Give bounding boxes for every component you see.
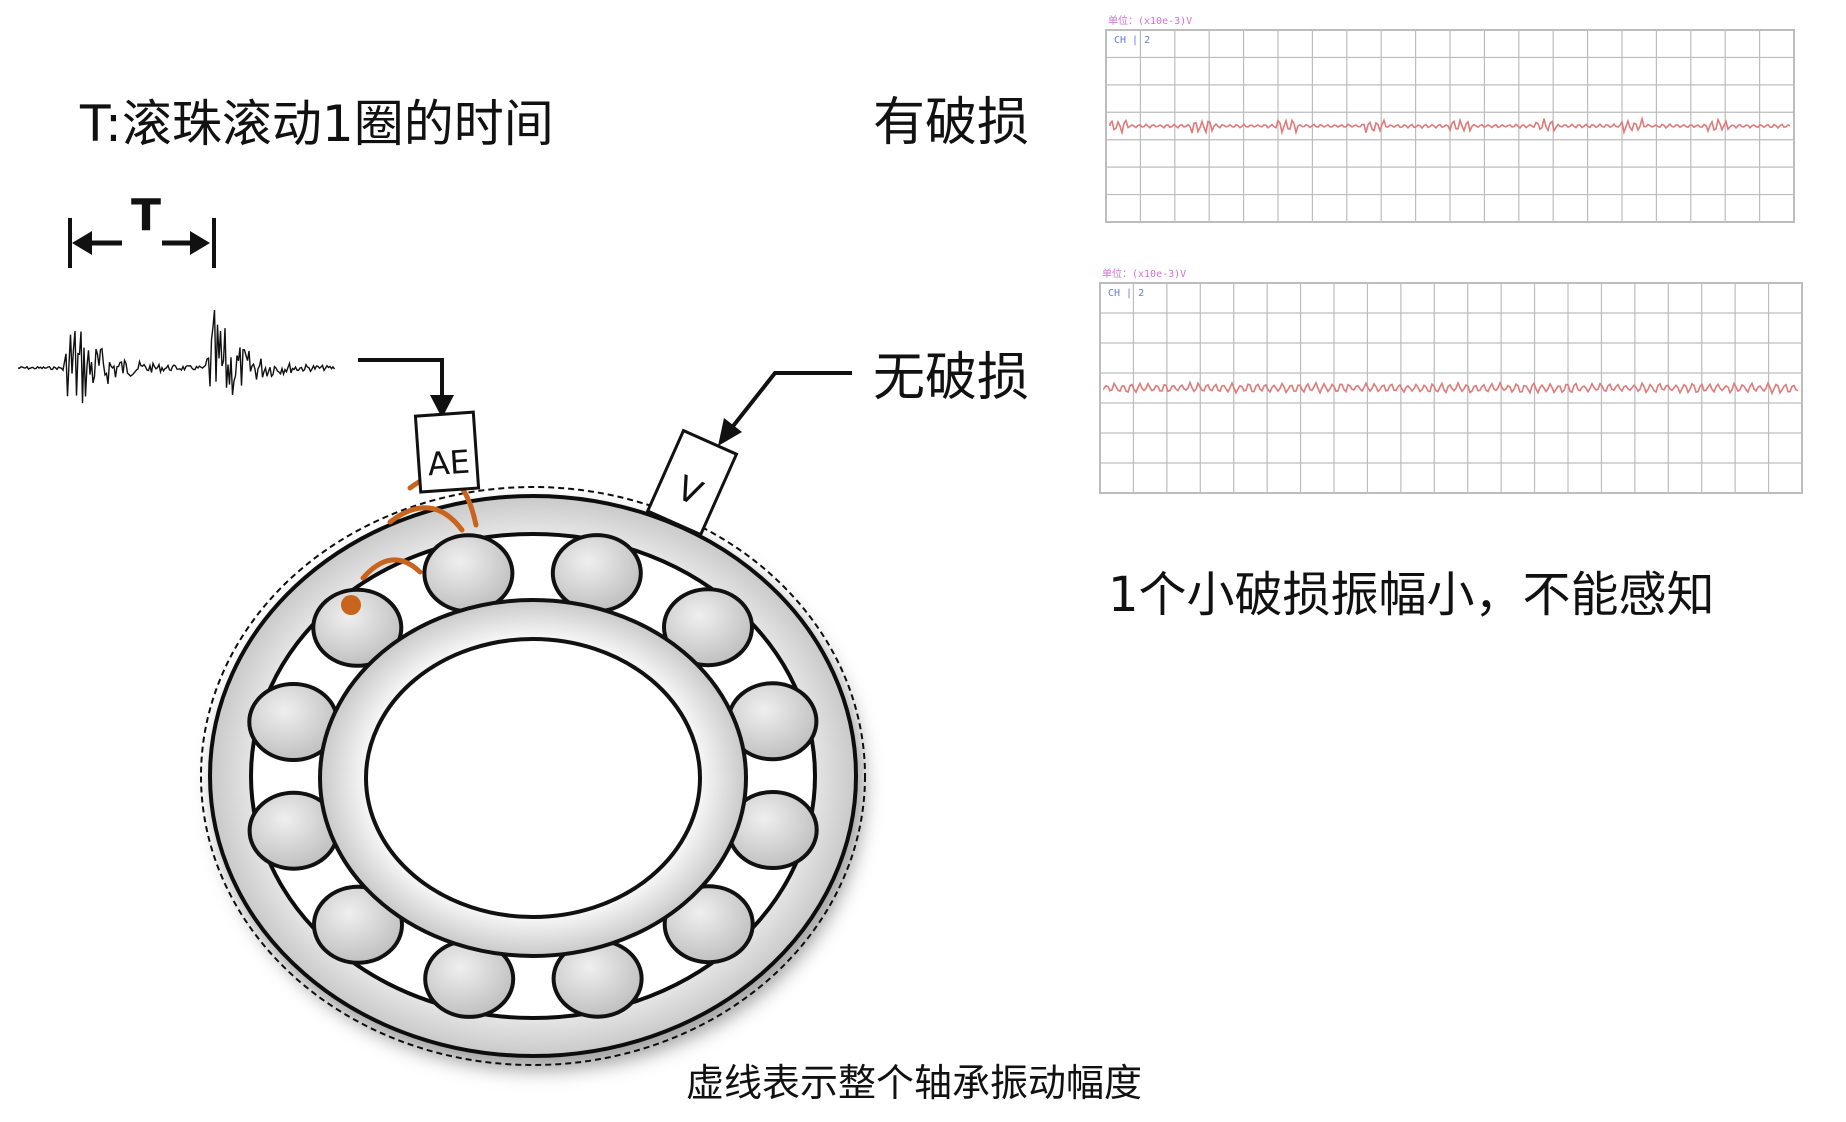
scope-waveform: [1103, 380, 1799, 396]
scope-unit-label: 单位：(x10e-3)V: [1108, 14, 1192, 27]
scope-unit-label: 单位：(x10e-3)V: [1102, 267, 1186, 280]
rolling-ball: [422, 533, 515, 614]
inner-ring: [318, 598, 748, 958]
period-label: T: [131, 190, 162, 241]
rolling-ball: [662, 587, 754, 668]
defect-point: [341, 595, 361, 615]
rolling-ball: [662, 884, 755, 965]
burst-waveform: [17, 309, 336, 404]
label-damaged: 有破损: [873, 93, 1030, 153]
scope-channel-label: CH | 2: [1108, 288, 1144, 299]
caption-envelope: 虚线表示整个轴承振动幅度: [686, 1061, 1143, 1105]
ae-sensor-icon: AE: [413, 410, 481, 494]
ae-sensor-label: AE: [426, 443, 471, 484]
scope-grid: [1100, 283, 1802, 493]
period-definition: T:滚珠滚动1圈的时间: [80, 95, 554, 153]
arrow-to-ae-sensor: [358, 358, 444, 400]
note-small-defect: 1个小破损振幅小，不能感知: [1108, 567, 1715, 623]
vibration-envelope: [200, 486, 866, 1066]
scope-damaged: 单位：(x10e-3)V CH | 2: [1105, 14, 1795, 223]
rolling-ball: [312, 884, 404, 965]
scope-waveform: [1109, 115, 1791, 136]
rolling-ball: [311, 587, 404, 668]
scope-undamaged: 单位：(x10e-3)V CH | 2: [1099, 267, 1803, 494]
rolling-ball: [550, 533, 643, 614]
arrow-to-v-sensor: [728, 371, 852, 432]
vibration-sensor-icon: V: [645, 428, 739, 537]
period-marker: [68, 218, 216, 268]
scope-channel-label: CH | 2: [1114, 35, 1150, 46]
label-undamaged: 无破损: [873, 348, 1030, 408]
